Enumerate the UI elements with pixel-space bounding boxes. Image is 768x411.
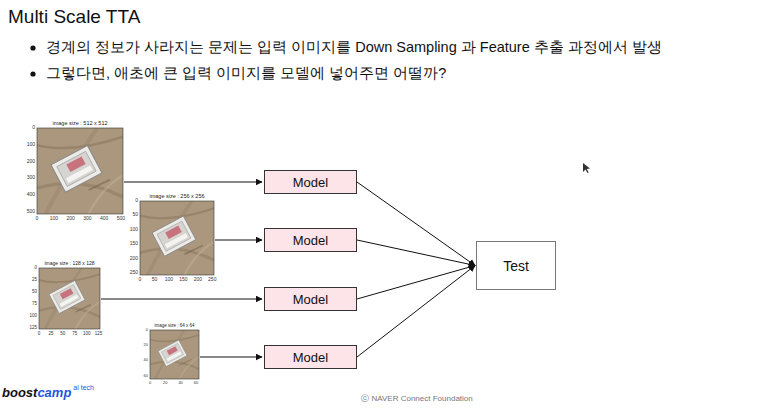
axis-tick: 60 xyxy=(194,381,198,386)
axis-tick: 100 xyxy=(130,227,138,233)
axis-tick: 500 xyxy=(27,209,35,215)
axis-tick: 250 xyxy=(130,270,138,276)
image-size-title: image size : 128 x 128 xyxy=(44,261,94,267)
connector-arrow xyxy=(357,240,475,266)
node-label: Model xyxy=(293,175,328,190)
axis-tick: 0 xyxy=(36,216,39,222)
axis-tick: 0 xyxy=(32,125,35,131)
test-box: Test xyxy=(476,241,556,290)
bullet-text: 경계의 정보가 사라지는 문제는 입력 이미지를 Down Sampling 과… xyxy=(46,39,662,56)
axis-tick: 40 xyxy=(144,358,148,363)
axis-tick: 150 xyxy=(130,241,138,247)
axis-tick: 75 xyxy=(72,331,77,336)
copyright: ⓒ NAVER Connect Foundation xyxy=(361,394,472,403)
axis-tick: 50 xyxy=(32,289,37,294)
node-label: Model xyxy=(293,292,328,307)
axis-tick: 250 xyxy=(208,277,216,283)
model-box: Model xyxy=(264,287,357,311)
axis-tick: 20 xyxy=(144,343,148,348)
model-box: Model xyxy=(264,170,357,194)
axis-tick: 125 xyxy=(29,325,37,330)
node-label: Test xyxy=(503,258,529,274)
bullet-dot xyxy=(30,45,35,50)
axis-tick: 100 xyxy=(27,142,35,148)
axis-tick: 60 xyxy=(144,374,148,379)
axis-tick: 0 xyxy=(38,331,41,336)
axis-tick: 125 xyxy=(95,331,103,336)
node-label: Model xyxy=(293,350,328,365)
input-arrow xyxy=(101,299,262,300)
axis-tick: 300 xyxy=(27,175,35,181)
image-512 xyxy=(37,128,123,214)
model-box: Model xyxy=(264,345,357,369)
slide-title: Multi Scale TTA xyxy=(8,6,140,28)
axis-tick: 100 xyxy=(50,216,58,222)
logo-text: camp xyxy=(37,386,71,401)
axis-tick: 25 xyxy=(32,277,37,282)
mouse-cursor xyxy=(583,163,590,173)
node-label: Model xyxy=(293,233,328,248)
input-arrow xyxy=(215,240,262,241)
image-64 xyxy=(150,330,199,379)
axis-tick: 50 xyxy=(152,277,158,283)
connector-arrow xyxy=(357,182,475,266)
input-arrow xyxy=(124,182,262,183)
axis-tick: 200 xyxy=(66,216,74,222)
bullet-dot xyxy=(30,71,35,76)
axis-tick: 0 xyxy=(149,381,151,386)
image-size-title: image size : 256 x 256 xyxy=(149,193,204,199)
axis-tick: 200 xyxy=(130,256,138,262)
input-arrow xyxy=(200,357,262,358)
logo-text: boost xyxy=(2,386,37,401)
image-size-title: image size : 512 x 512 xyxy=(52,120,107,126)
axis-tick: 400 xyxy=(100,216,108,222)
image-256 xyxy=(140,201,214,275)
axis-tick: 25 xyxy=(48,331,53,336)
connector-arrow xyxy=(357,266,475,358)
axis-tick: 300 xyxy=(83,216,91,222)
axis-tick: 0 xyxy=(34,265,37,270)
axis-tick: 20 xyxy=(163,381,167,386)
axis-tick: 100 xyxy=(29,313,37,318)
axis-tick: 150 xyxy=(179,277,187,283)
axis-tick: 100 xyxy=(83,331,91,336)
axis-tick: 0 xyxy=(139,277,142,283)
axis-tick: 0 xyxy=(146,328,148,333)
axis-tick: 400 xyxy=(27,192,35,198)
axis-tick: 50 xyxy=(60,331,65,336)
axis-tick: 50 xyxy=(132,212,138,218)
image-128 xyxy=(39,268,100,329)
axis-tick: 40 xyxy=(178,381,182,386)
axis-tick: 200 xyxy=(27,159,35,165)
axis-tick: 200 xyxy=(194,277,202,283)
logo-text: ai tech xyxy=(73,384,94,392)
axis-tick: 100 xyxy=(165,277,173,283)
model-box: Model xyxy=(264,228,357,252)
axis-tick: 0 xyxy=(135,198,138,204)
bullet-text: 그렇다면, 애초에 큰 입력 이미지를 모델에 넣어주면 어떨까? xyxy=(46,65,446,82)
axis-tick: 75 xyxy=(32,301,37,306)
image-size-title: image size : 64 x 64 xyxy=(154,323,194,328)
axis-tick: 500 xyxy=(117,216,125,222)
connector-arrow xyxy=(357,266,475,300)
